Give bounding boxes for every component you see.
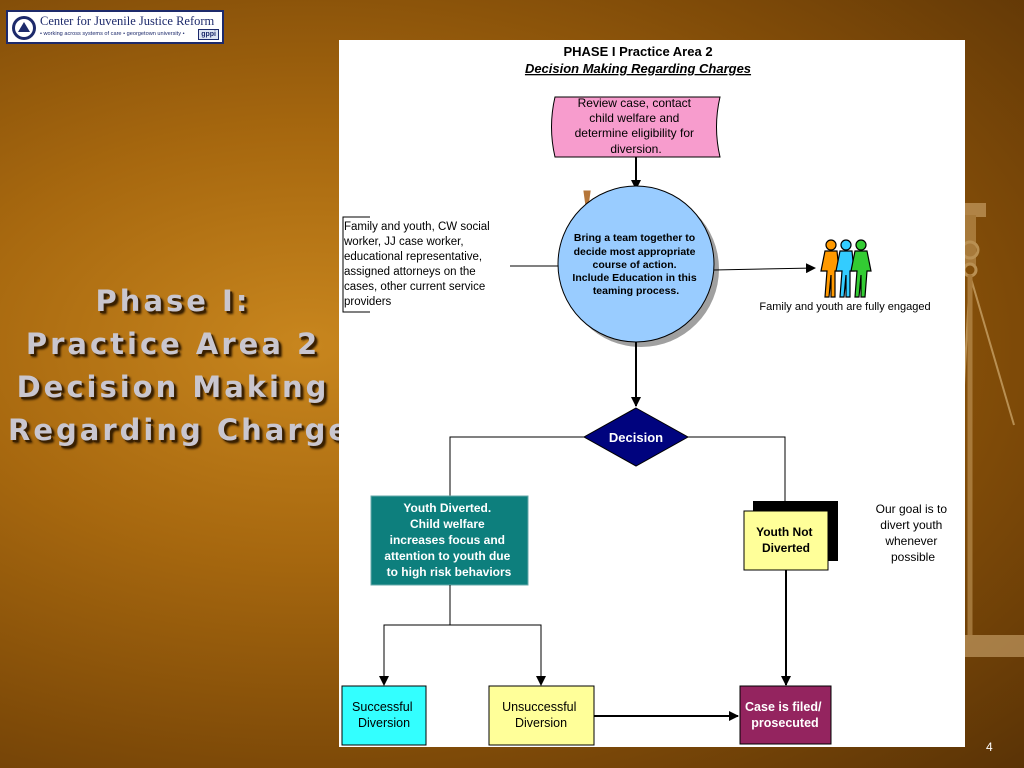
scales-of-justice-icon — [954, 203, 1024, 657]
goal-line: Our goal is to — [876, 502, 948, 516]
people-group-icon — [820, 239, 872, 298]
review-line: determine eligibility for — [575, 126, 694, 140]
goal-line: possible — [891, 550, 935, 564]
flowchart: PHASE I Practice Area 2 Decision Making … — [341, 44, 951, 746]
not-diverted-text: Youth Not Diverted — [756, 525, 816, 555]
successful-diversion-box — [341, 685, 427, 746]
not-diverted-line: Diverted — [762, 541, 810, 555]
diverted-line: to high risk behaviors — [387, 565, 512, 579]
cjjr-logo: Center for Juvenile Justice Reform • wor… — [6, 10, 224, 44]
university-seal-icon — [12, 16, 36, 40]
participants-line: educational representative, — [344, 251, 482, 263]
diverted-line: attention to youth due — [384, 549, 510, 563]
gppi-mark: gppi — [198, 29, 219, 40]
team-line: course of action. — [593, 259, 677, 271]
participants-line: Family and youth, CW social — [344, 221, 490, 233]
filed-line: prosecuted — [751, 716, 818, 730]
goal-line: whenever — [884, 534, 937, 548]
goal-text: Our goal is to divert youth whenever pos… — [876, 502, 951, 564]
youth-diverted-box — [370, 495, 529, 586]
filed-line: Case is filed/ — [745, 700, 822, 714]
diagram-panel: PHASE I Practice Area 2 Decision Making … — [339, 40, 965, 747]
review-line: Review case, contact — [578, 96, 692, 110]
participants-line: worker, JJ case worker, — [343, 236, 464, 248]
branch-left — [449, 436, 584, 496]
unsuccessful-line: Unsuccessful — [502, 700, 576, 714]
slide-title: Phase I: Practice Area 2 Decision Making… — [8, 280, 372, 452]
team-line: Bring a team together to — [574, 232, 695, 244]
title-line: Regarding Charges — [8, 413, 372, 447]
unsuccessful-text: Unsuccessful Diversion — [502, 700, 580, 730]
decision-diamond — [582, 407, 690, 467]
unsuccessful-diversion-box — [488, 685, 595, 746]
diagram-subheading: Decision Making Regarding Charges — [525, 61, 751, 76]
page-number: 4 — [986, 740, 993, 754]
youth-diverted-text: Youth Diverted. Child welfare increases … — [384, 501, 513, 579]
goal-line: divert youth — [880, 518, 942, 532]
arrow-team-to-family — [713, 263, 816, 274]
successful-text: Successful Diversion — [352, 700, 416, 730]
title-line: Practice Area 2 — [25, 327, 321, 361]
team-line: decide most appropriate — [574, 246, 696, 258]
case-filed-box — [739, 685, 832, 745]
diverted-line: Youth Diverted. — [403, 501, 491, 515]
decision-label: Decision — [609, 430, 663, 445]
successful-line: Diversion — [358, 716, 410, 730]
unsuccessful-line: Diversion — [515, 716, 567, 730]
diverted-line: increases focus and — [390, 533, 505, 547]
split-line — [379, 585, 451, 686]
review-line: child welfare and — [589, 111, 679, 125]
branch-right — [688, 436, 786, 511]
logo-subtitle: • working across systems of care • georg… — [40, 31, 185, 37]
title-line: Phase I: — [95, 284, 251, 318]
title-line: Decision Making — [16, 370, 330, 404]
review-case-text: Review case, contact child welfare and d… — [575, 96, 698, 156]
team-line: teaming process. — [593, 285, 679, 297]
logo-title: Center for Juvenile Justice Reform — [40, 14, 215, 28]
split-line-right — [450, 624, 546, 686]
participants-line: cases, other current service — [344, 281, 485, 293]
participants-line: assigned attorneys on the — [344, 266, 476, 278]
engaged-label: Family and youth are fully engaged — [759, 301, 930, 313]
successful-line: Successful — [352, 700, 412, 714]
team-circle-text: Bring a team together to decide most app… — [572, 232, 699, 297]
participants-line: providers — [344, 296, 392, 308]
diagram-heading: PHASE I Practice Area 2 — [563, 44, 712, 59]
not-diverted-line: Youth Not — [756, 525, 812, 539]
review-line: diversion. — [610, 142, 661, 156]
case-filed-text: Case is filed/ prosecuted — [745, 700, 825, 730]
team-line: Include Education in this — [572, 272, 696, 284]
participants-text: Family and youth, CW social worker, JJ c… — [343, 221, 493, 308]
diverted-line: Child welfare — [410, 517, 485, 531]
participants-bracket — [342, 216, 370, 313]
review-case-box — [551, 96, 721, 158]
